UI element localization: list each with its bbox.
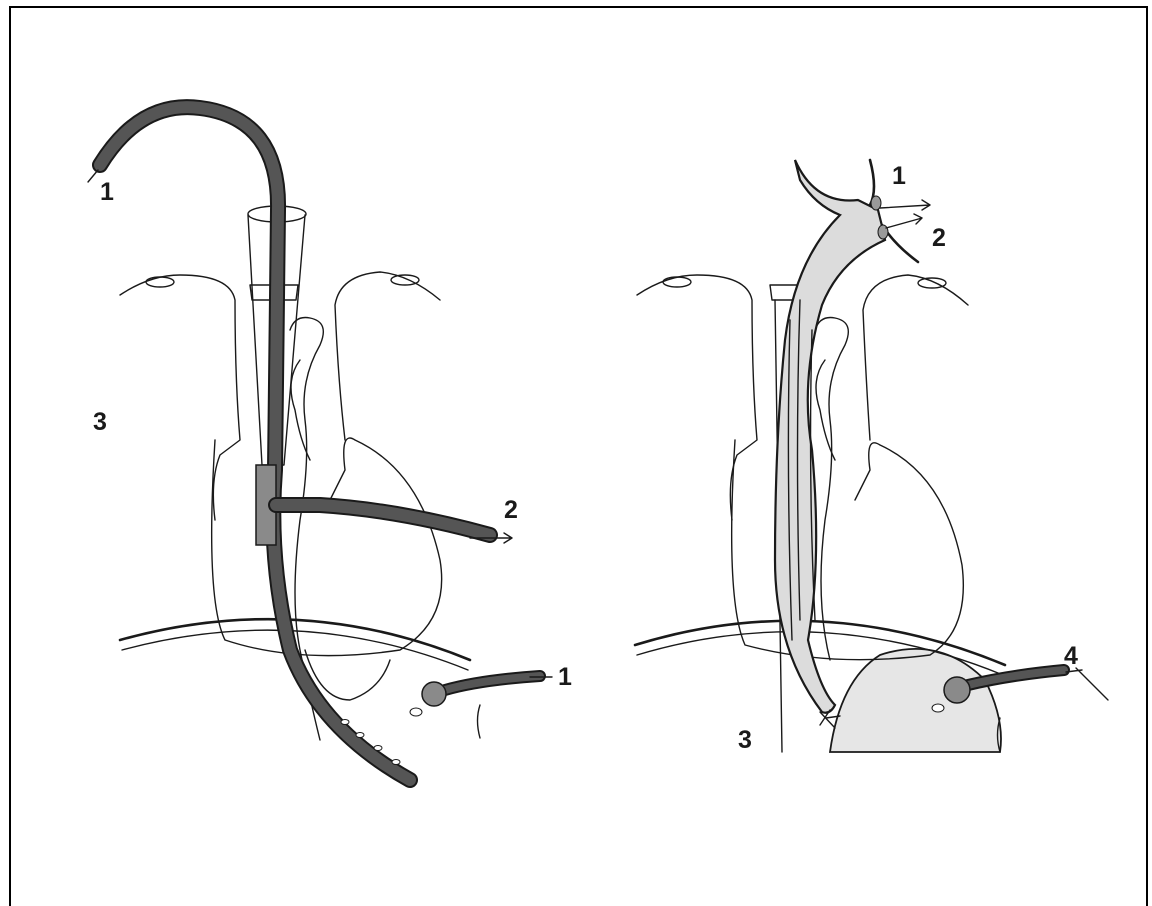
right-heart-outline — [732, 440, 964, 660]
right-arrow-4 — [1066, 668, 1108, 700]
left-clavicle-right — [391, 275, 419, 285]
left-thorax-left — [120, 275, 240, 520]
right-clavicle-left — [663, 277, 691, 287]
right-catheter-tip — [932, 704, 944, 712]
left-catheter-balloon — [422, 682, 446, 706]
left-label-catheter: 1 — [558, 663, 572, 691]
left-label-branch: 2 — [504, 496, 518, 524]
right-label-catheter: 4 — [1064, 642, 1078, 670]
right-thorax-right — [863, 275, 968, 440]
right-clavicle-right — [918, 278, 946, 288]
right-arrow-2 — [886, 214, 922, 228]
right-panel: 1 2 3 4 — [635, 160, 1108, 754]
left-tube-hole — [356, 733, 364, 738]
left-tube-hole — [374, 746, 382, 751]
left-label-side: 3 — [93, 408, 107, 436]
left-tube-hole — [341, 720, 349, 725]
right-thorax-left — [637, 275, 757, 520]
right-label-top-1: 1 — [892, 162, 906, 190]
left-panel: 1 2 3 1 — [88, 107, 572, 780]
right-catheter-balloon — [944, 677, 970, 703]
left-clavicle-left — [146, 277, 174, 287]
right-label-bottom: 3 — [738, 726, 752, 754]
left-catheter-tip — [410, 708, 422, 716]
left-thorax-right — [335, 272, 440, 440]
right-label-top-2: 2 — [932, 224, 946, 252]
left-tube-hole — [392, 760, 400, 765]
left-label-tube-top: 1 — [100, 178, 114, 206]
right-arrow-1 — [880, 200, 930, 210]
surgical-diagram: 1 2 3 1 — [0, 0, 1152, 842]
left-arrow-1 — [88, 170, 98, 182]
left-catheter-clip — [478, 705, 481, 738]
right-anastomosis-knot — [878, 225, 888, 239]
